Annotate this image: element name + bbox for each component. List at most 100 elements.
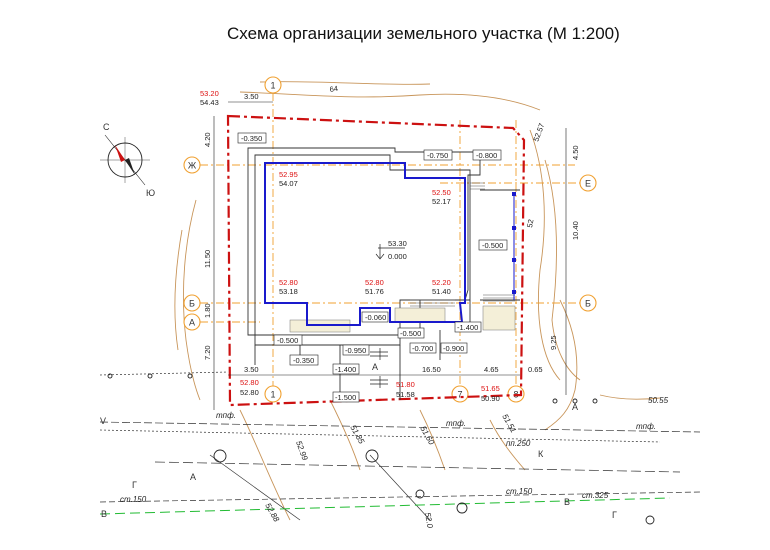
level-box: -0.500 bbox=[397, 327, 425, 339]
level-box-value: -0.700 bbox=[412, 344, 433, 353]
road-lines bbox=[99, 371, 701, 521]
elevation-existing: 54.43 bbox=[200, 98, 219, 107]
dim-left-720: 7.20 bbox=[203, 345, 212, 360]
contour-lines bbox=[174, 81, 661, 521]
elevation-labels: 53.20 54.43 52.95 54.07 52.50 52.17 52.8… bbox=[200, 89, 500, 403]
level-box-value: -0.750 bbox=[427, 151, 448, 160]
dimension-labels: 3.50 4.20 11.50 1.80 7.20 3.50 16.50 4.6… bbox=[203, 84, 580, 374]
elevation-existing: 52.80 bbox=[240, 388, 259, 397]
level-box-value: -1.400 bbox=[457, 323, 478, 332]
level-box: -0.950 bbox=[342, 344, 370, 356]
elevation-design: 52.20 bbox=[432, 278, 451, 287]
level-box: -0.060 bbox=[361, 311, 389, 323]
elevation-design: 51.65 bbox=[481, 384, 500, 393]
compass-rose: С Ю bbox=[100, 122, 155, 198]
dim-diag-64: 64 bbox=[329, 84, 339, 94]
terrain-letter: В bbox=[101, 509, 107, 519]
dim-diag-5257: 52.57 bbox=[531, 122, 546, 143]
axis-a-left-label: А bbox=[189, 318, 195, 328]
terrain-label: 50.55 bbox=[648, 396, 669, 405]
level-box: -0.350 bbox=[237, 132, 267, 144]
terrain-label: 52.0 bbox=[423, 512, 435, 529]
elevation-design: 52.50 bbox=[432, 188, 451, 197]
dim-bot-065: 0.65 bbox=[528, 365, 543, 374]
building-outline bbox=[264, 162, 466, 326]
dim-right-925: 9.25 bbox=[549, 335, 558, 350]
terrain-letter: А bbox=[190, 472, 196, 482]
level-box: -1.500 bbox=[332, 391, 360, 403]
elevation-design: 52.80 bbox=[365, 278, 384, 287]
elevation-design: 53.20 bbox=[200, 89, 219, 98]
terrain-label: пп.250 bbox=[506, 439, 531, 448]
elevation-mark: 52.80 52.80 bbox=[240, 378, 259, 397]
elevation-design: 52.80 bbox=[240, 378, 259, 387]
elevation-mark: 52.80 53.18 bbox=[279, 278, 298, 296]
dim-left-420: 4.20 bbox=[203, 132, 212, 147]
level-box-value: -0.350 bbox=[293, 356, 314, 365]
elevation-design: 52.80 bbox=[279, 278, 298, 287]
green-line bbox=[99, 497, 671, 515]
dim-right-1040: 10.40 bbox=[571, 221, 580, 240]
level-box-value: -0.060 bbox=[365, 313, 386, 322]
level-box: -0.800 bbox=[472, 149, 502, 161]
elevation-mark: 52.95 54.07 bbox=[279, 170, 298, 188]
terrain-label: ст.150 bbox=[506, 487, 533, 496]
elevation-existing: 51.76 bbox=[365, 287, 384, 296]
terrain-letter: А bbox=[572, 402, 578, 412]
elevation-existing: 54.07 bbox=[279, 179, 298, 188]
level-box-value: -0.500 bbox=[482, 241, 503, 250]
axis-zh-label: Ж bbox=[188, 161, 197, 171]
utility-wells bbox=[107, 373, 655, 525]
terrain-label: тпф. bbox=[636, 422, 656, 431]
level-box: -0.700 bbox=[409, 342, 437, 354]
elevation-mark: 52.50 52.17 bbox=[432, 188, 451, 206]
terrain-letter: В bbox=[564, 497, 570, 507]
terrain-label: 52.99 bbox=[294, 440, 309, 462]
datum-abs: 53.30 bbox=[388, 239, 407, 248]
axis-ye-label: Е bbox=[585, 179, 591, 189]
dim-left-180: 1.80 bbox=[203, 303, 212, 318]
elevation-design: 52.95 bbox=[279, 170, 298, 179]
level-box-value: -0.350 bbox=[241, 134, 262, 143]
level-box-value: -0.500 bbox=[277, 336, 298, 345]
level-box-value: -1.500 bbox=[335, 393, 356, 402]
axis-7-label: 7 bbox=[457, 390, 462, 400]
page-title: Схема организации земельного участка (М … bbox=[227, 24, 620, 43]
terrain-letter: Г bbox=[612, 510, 617, 520]
building-facade-marks bbox=[512, 192, 516, 300]
terrain-letter: Г bbox=[132, 480, 137, 490]
terrain-letter: К bbox=[538, 449, 544, 459]
level-box: -0.500 bbox=[478, 239, 508, 251]
elevation-mark: 52.80 51.76 bbox=[365, 278, 384, 296]
terrain-label: 51.51 bbox=[500, 413, 518, 435]
dimension-lines bbox=[213, 101, 567, 410]
level-box: -0.750 bbox=[423, 149, 453, 161]
elevation-existing: 51.40 bbox=[432, 287, 451, 296]
elevation-mark: 51.80 51.58 bbox=[396, 380, 415, 399]
elevation-existing: 52.17 bbox=[432, 197, 451, 206]
terrain-letter: V bbox=[100, 416, 106, 426]
axis-a-left-bubble: А bbox=[183, 313, 201, 331]
terrain-labels: тпф. тпф. тпф. 50.55 52.99 51.85 51.60 5… bbox=[100, 362, 669, 529]
axis-1-bottom-label: 1 bbox=[270, 390, 275, 400]
axis-zh-bubble: Ж bbox=[183, 156, 201, 174]
level-boxes: -0.350 -0.750 -0.800 -0.500 -0.060 -1.40… bbox=[237, 132, 508, 403]
dim-diag-52: 52 bbox=[525, 219, 535, 229]
axis-b-right-bubble: Б bbox=[579, 294, 597, 312]
level-box: -0.900 bbox=[440, 342, 468, 354]
terrain-label: тпф. bbox=[216, 411, 236, 420]
level-box: -0.500 bbox=[273, 334, 303, 346]
axis-b-left-label: Б bbox=[189, 299, 195, 309]
elevation-existing: 51.58 bbox=[396, 390, 415, 399]
entrance-steps bbox=[370, 348, 388, 388]
axis-b-right-label: Б bbox=[585, 299, 591, 309]
level-box: -0.350 bbox=[289, 354, 319, 366]
axis-ye-bubble: Е bbox=[579, 174, 597, 192]
level-box-value: -0.900 bbox=[443, 344, 464, 353]
axis-7-bubble: 7 bbox=[451, 385, 469, 403]
axis-b-left-bubble: Б bbox=[183, 294, 201, 312]
dim-right-450: 4.50 bbox=[571, 145, 580, 160]
compass-south-label: Ю bbox=[146, 188, 155, 198]
axis-1-top-label: 1 bbox=[270, 81, 275, 91]
hatched-pavings bbox=[289, 182, 516, 333]
